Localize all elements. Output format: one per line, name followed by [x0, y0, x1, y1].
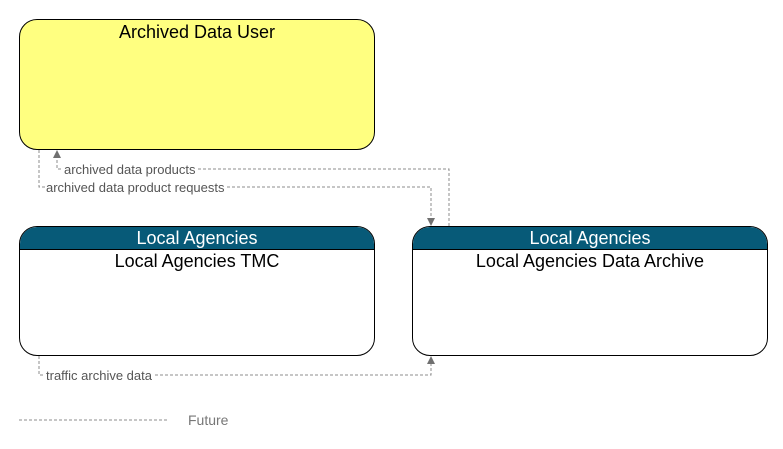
arrow-traffic-archive-data: [427, 356, 435, 364]
archived-data-user-node: Archived Data User: [19, 19, 375, 150]
tmc-title: Local Agencies TMC: [114, 251, 280, 271]
label-archived-data-product-requests: archived data product requests: [45, 180, 226, 195]
local-agencies-tmc-node: Local Agencies Local Agencies TMC: [19, 226, 375, 356]
label-traffic-archive-data: traffic archive data: [45, 368, 153, 383]
flow-line-archived-data-product-requests: [38, 150, 432, 218]
tmc-header: Local Agencies: [20, 227, 374, 250]
arrow-archived-data-products: [53, 150, 61, 158]
data-archive-header: Local Agencies: [413, 227, 767, 250]
arrow-archived-data-product-requests: [427, 218, 435, 226]
legend-future-label: Future: [188, 412, 229, 428]
label-archived-data-products: archived data products: [63, 162, 197, 177]
flow-line-traffic-archive-data: [38, 356, 432, 376]
local-agencies-data-archive-node: Local Agencies Local Agencies Data Archi…: [412, 226, 768, 356]
flow-line-archived-data-products: [56, 158, 450, 226]
data-archive-title: Local Agencies Data Archive: [475, 251, 705, 271]
archived-data-user-title: Archived Data User: [118, 22, 276, 42]
